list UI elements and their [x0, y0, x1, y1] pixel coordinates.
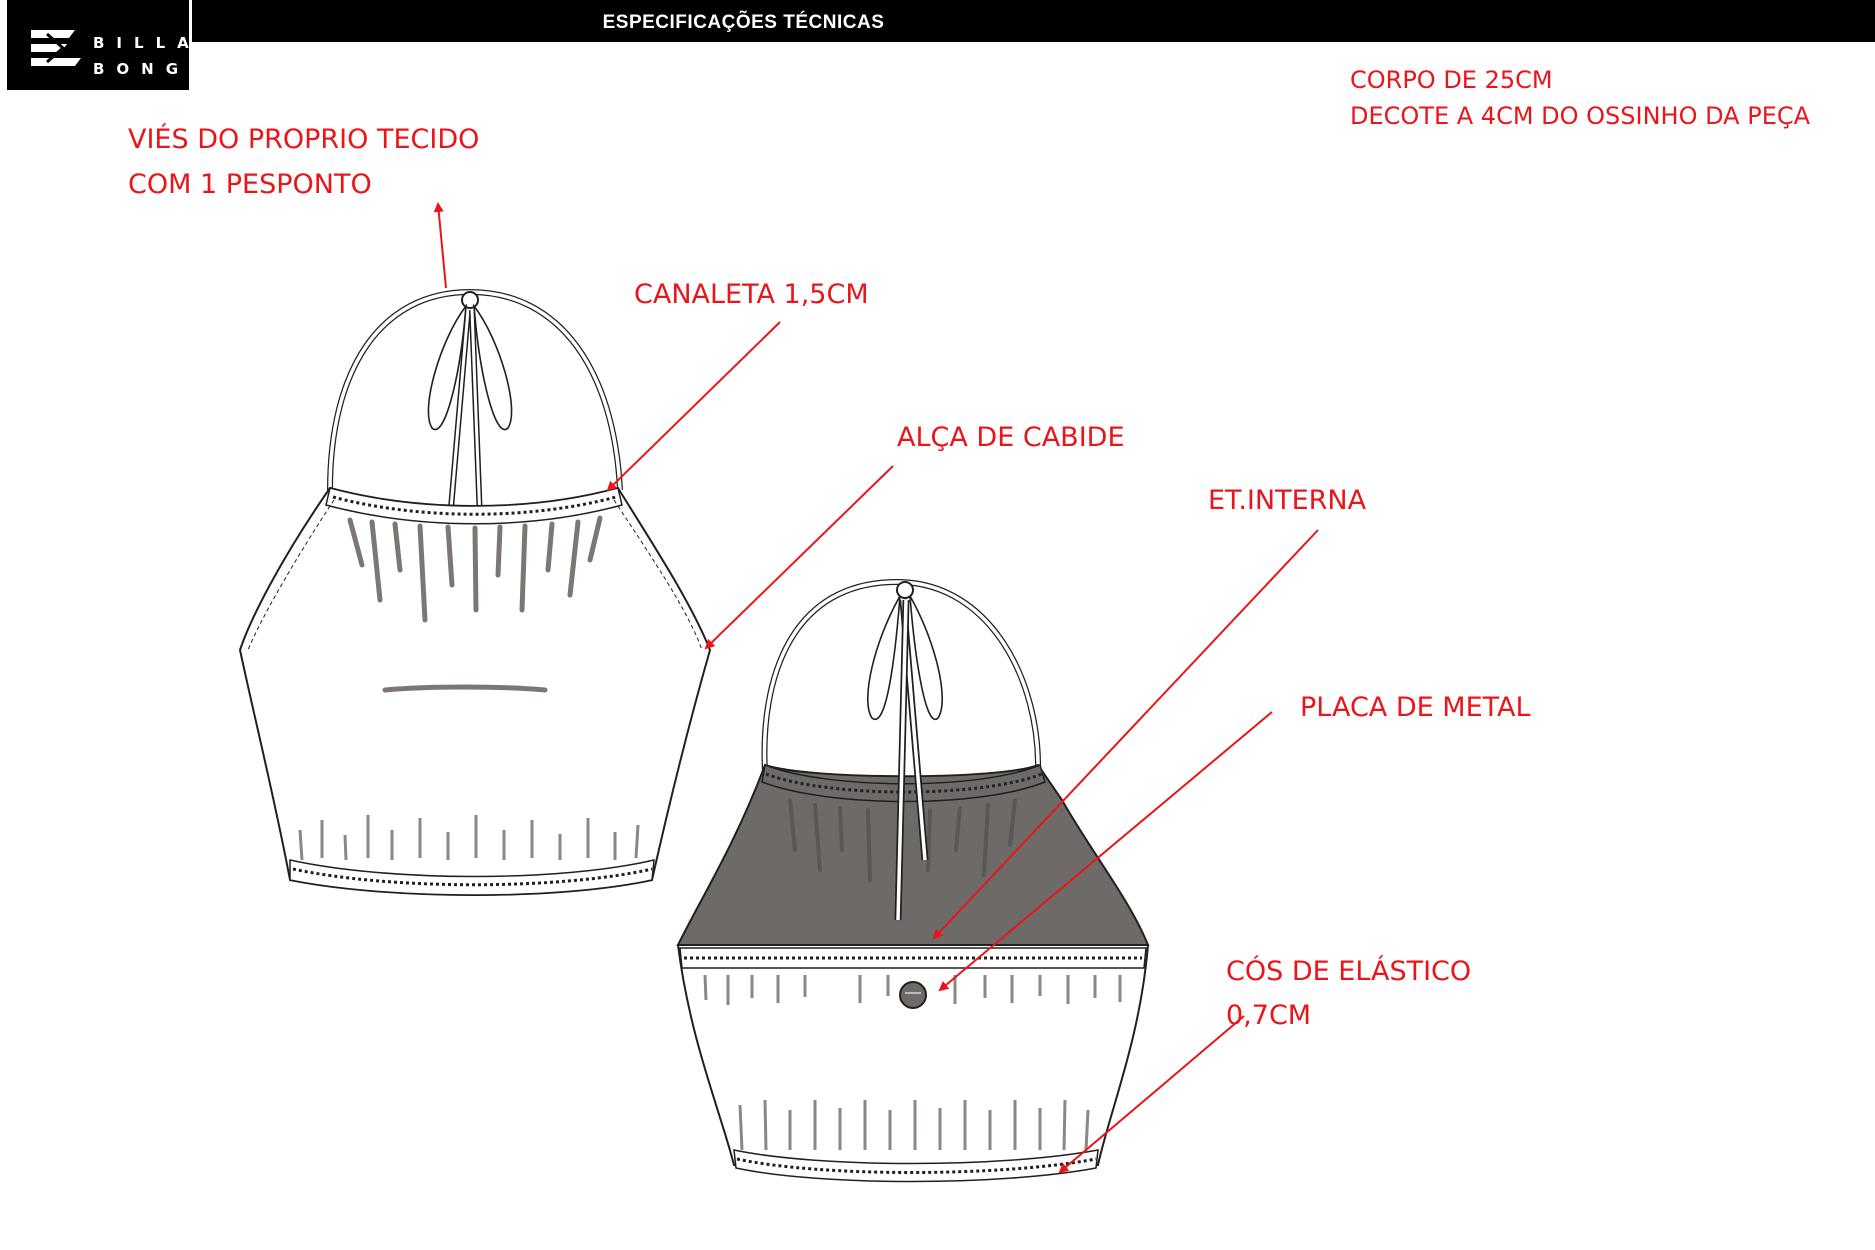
callout-vies-line2: COM 1 PESPONTO — [128, 169, 372, 200]
front-garment — [238, 288, 712, 896]
callout-etiqueta: ET.INTERNA — [1208, 485, 1367, 516]
logo-line-2: BONG — [93, 60, 191, 78]
brand-logo: BILLA BONG — [7, 0, 189, 90]
logo-line-1: BILLA — [93, 34, 201, 52]
callout-alca: ALÇA DE CABIDE — [897, 422, 1125, 453]
arrow-placa — [938, 711, 1273, 992]
callout-cos-line1: CÓS DE ELÁSTICO — [1226, 956, 1472, 987]
header-bar: ESPECIFICAÇÕES TÉCNICAS — [192, 0, 1875, 42]
spec-body-length: CORPO DE 25CM — [1350, 66, 1553, 94]
spec-neckline: DECOTE A 4CM DO OSSINHO DA PEÇA — [1350, 102, 1811, 130]
wave-logo-icon — [31, 30, 81, 66]
callout-vies-line1: VIÉS DO PROPRIO TECIDO — [128, 124, 480, 155]
arrow-canaleta — [606, 321, 781, 492]
callout-placa: PLACA DE METAL — [1300, 692, 1531, 723]
arrow-cos — [1058, 1015, 1245, 1174]
callout-canaleta: CANALETA 1,5CM — [634, 279, 869, 310]
header-title: ESPECIFICAÇÕES TÉCNICAS — [602, 12, 885, 33]
callout-cos-line2: 0,7CM — [1226, 1000, 1312, 1031]
arrow-alca — [704, 465, 894, 650]
arrow-etiqueta — [932, 529, 1319, 940]
annotation-arrows — [433, 202, 1319, 1174]
back-garment — [676, 578, 1150, 1183]
arrow-vies — [433, 202, 447, 289]
